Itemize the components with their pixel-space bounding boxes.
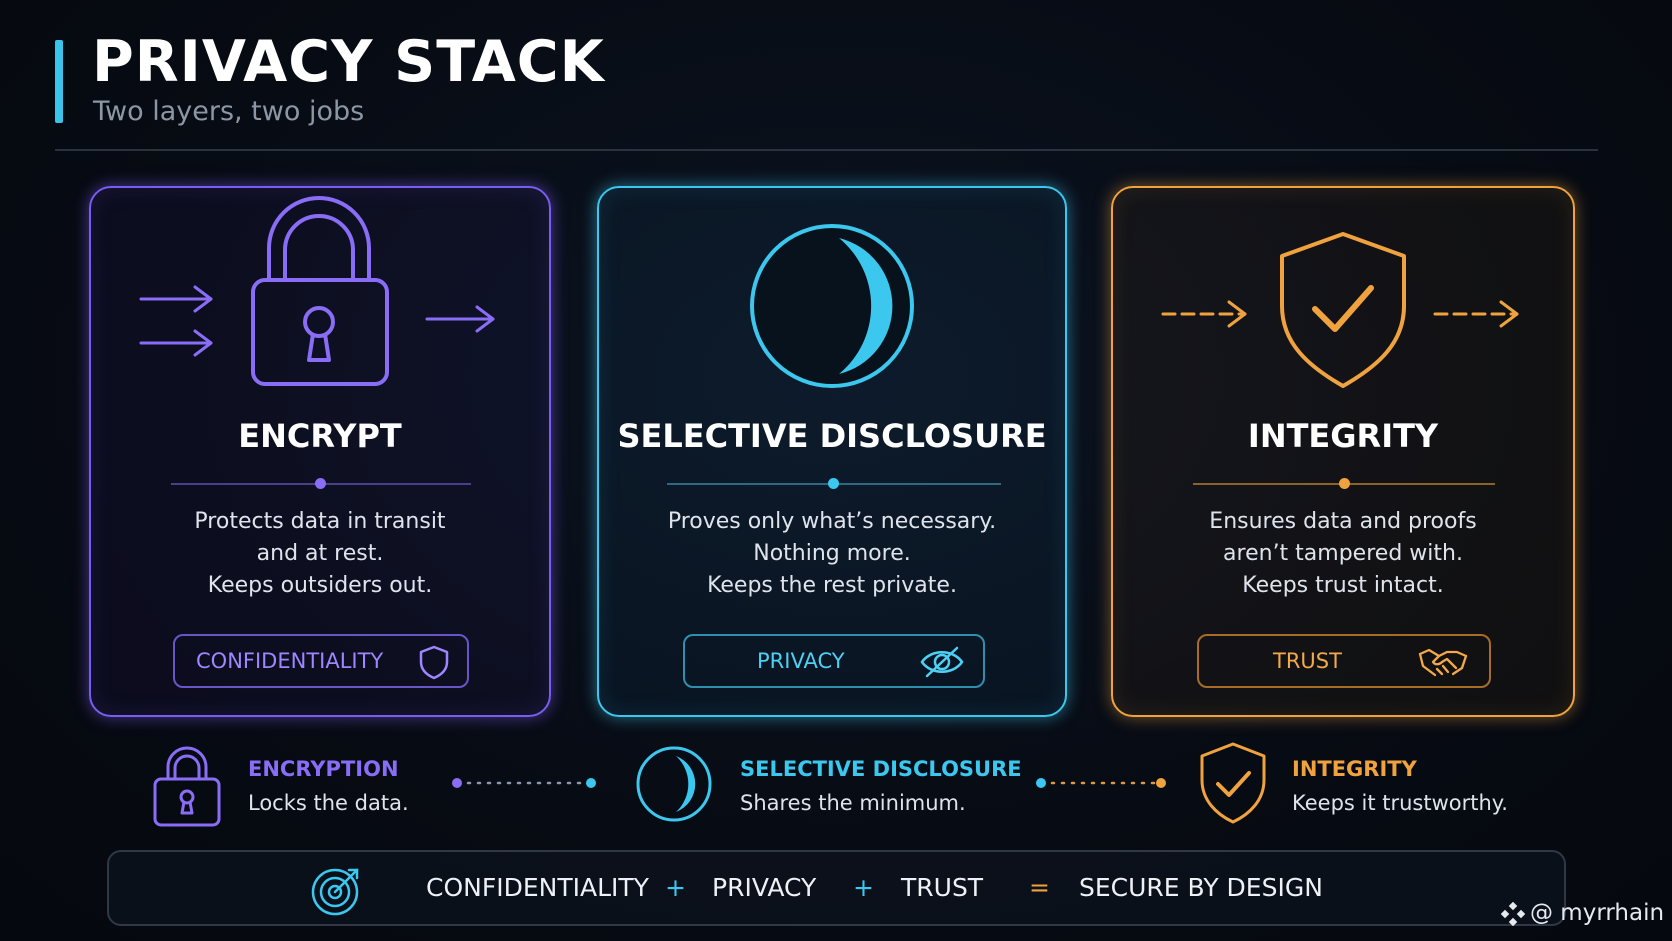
legend-connector bbox=[452, 778, 596, 788]
logo-diamond-icon bbox=[1501, 902, 1525, 926]
crescent-moon-icon bbox=[636, 746, 712, 822]
card-description-line: Keeps trust intact. bbox=[1242, 573, 1444, 598]
card-description-line: Keeps the rest private. bbox=[707, 573, 957, 598]
padlock-icon bbox=[153, 746, 221, 827]
card-title: INTEGRITY bbox=[1247, 417, 1439, 455]
summary-item-secure-by-design: SECURE BY DESIGN bbox=[1079, 873, 1323, 902]
card-description-line: Protects data in transit bbox=[194, 509, 446, 534]
watermark: @ myrrhain bbox=[1530, 900, 1665, 926]
card-integrity: INTEGRITY Ensures data and proofs aren’t… bbox=[1111, 186, 1575, 717]
summary-item-confidentiality: CONFIDENTIALITY bbox=[426, 873, 649, 902]
card-divider-dot bbox=[1339, 478, 1350, 489]
card-description: Protects data in transit and at rest. Ke… bbox=[91, 506, 549, 602]
card-description-line: Proves only what’s necessary. bbox=[667, 509, 997, 534]
legend-text: Shares the minimum. bbox=[740, 791, 966, 815]
card-description-line: Ensures data and proofs bbox=[1209, 509, 1477, 534]
badge-trust: TRUST bbox=[1197, 634, 1491, 688]
summary-operator: = bbox=[1029, 873, 1050, 902]
card-title: SELECTIVE DISCLOSURE bbox=[617, 417, 1047, 455]
target-icon bbox=[311, 868, 359, 916]
crescent-moon-icon bbox=[750, 224, 914, 388]
legend-connector bbox=[1036, 778, 1166, 788]
legend-title: INTEGRITY bbox=[1292, 757, 1417, 781]
card-selective-disclosure: SELECTIVE DISCLOSURE Proves only what’s … bbox=[597, 186, 1067, 717]
legend-text: Keeps it trustworthy. bbox=[1292, 791, 1508, 815]
shield-check-icon bbox=[1161, 232, 1519, 388]
card-description-line: Nothing more. bbox=[753, 541, 911, 566]
summary-bar: CONFIDENTIALITY + PRIVACY + TRUST = SECU… bbox=[107, 850, 1566, 926]
card-divider-dot bbox=[315, 478, 326, 489]
summary-operator: + bbox=[853, 873, 874, 902]
summary-operator: + bbox=[665, 873, 686, 902]
badge-label: TRUST bbox=[1273, 649, 1342, 673]
header-divider bbox=[55, 149, 1598, 151]
card-description-line: aren’t tampered with. bbox=[1223, 541, 1463, 566]
eye-slash-icon bbox=[920, 646, 964, 678]
badge-confidentiality: CONFIDENTIALITY bbox=[173, 634, 469, 688]
page-subtitle: Two layers, two jobs bbox=[93, 96, 365, 127]
shield-check-icon bbox=[1200, 742, 1266, 824]
badge-privacy: PRIVACY bbox=[683, 634, 985, 688]
legend-text: Locks the data. bbox=[248, 791, 409, 815]
legend-title: ENCRYPTION bbox=[248, 757, 399, 781]
card-title: ENCRYPT bbox=[238, 417, 402, 455]
card-description: Proves only what’s necessary. Nothing mo… bbox=[599, 506, 1065, 602]
header-accent-bar bbox=[55, 40, 63, 123]
summary-item-trust: TRUST bbox=[901, 873, 984, 902]
card-description: Ensures data and proofs aren’t tampered … bbox=[1113, 506, 1573, 602]
summary-item-privacy: PRIVACY bbox=[712, 873, 817, 902]
card-encrypt: ENCRYPT Protects data in transit and at … bbox=[89, 186, 551, 717]
page-title: PRIVACY STACK bbox=[92, 29, 605, 95]
handshake-icon bbox=[1418, 648, 1468, 677]
card-divider-dot bbox=[828, 478, 839, 489]
badge-label: PRIVACY bbox=[757, 649, 845, 673]
badge-label: CONFIDENTIALITY bbox=[196, 649, 384, 673]
legend-title: SELECTIVE DISCLOSURE bbox=[740, 757, 1022, 781]
padlock-icon bbox=[139, 196, 495, 386]
card-description-line: Keeps outsiders out. bbox=[207, 573, 433, 598]
shield-icon bbox=[419, 645, 449, 680]
card-description-line: and at rest. bbox=[256, 541, 384, 566]
